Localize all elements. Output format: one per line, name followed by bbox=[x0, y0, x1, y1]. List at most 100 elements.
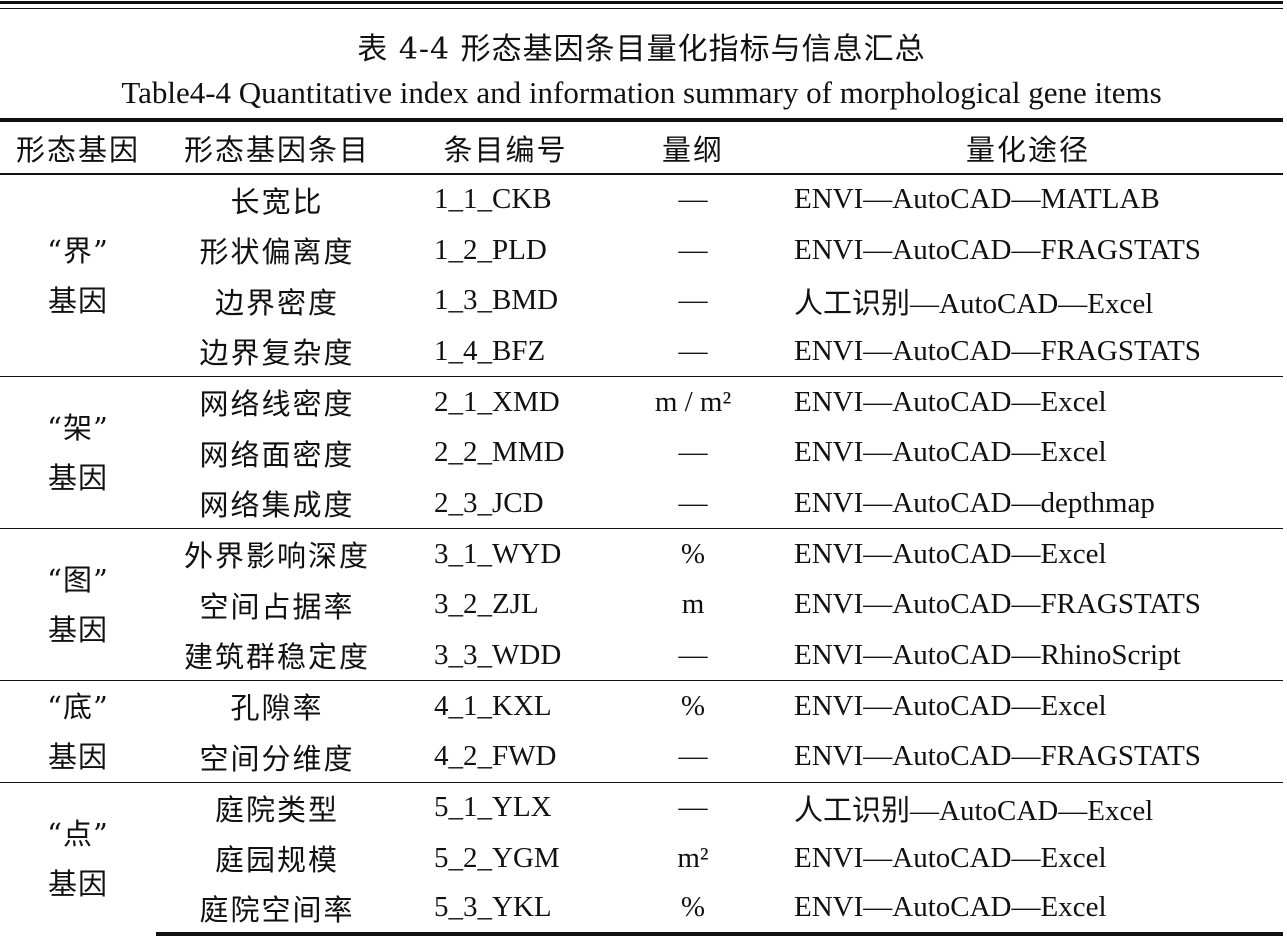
table-row: 网络面密度 2_2_MMD — ENVI—AutoCAD—Excel bbox=[0, 427, 1283, 478]
quantification-path: 人工识别—AutoCAD—Excel bbox=[794, 794, 1154, 827]
item-code: 4_1_KXL bbox=[434, 689, 552, 722]
gene-name: “点” bbox=[47, 816, 109, 851]
unit-value: % bbox=[680, 689, 706, 722]
quantification-path: ENVI—AutoCAD—depthmap bbox=[773, 478, 1283, 530]
quantification-path: ENVI—AutoCAD—Excel bbox=[794, 537, 1107, 570]
quantification-path: 人工识别—AutoCAD—Excel bbox=[794, 287, 1154, 320]
gene-group-label: “底” 基因 bbox=[0, 680, 156, 783]
item-code: 5_2_YGM bbox=[434, 841, 560, 874]
unit-value: — bbox=[613, 630, 773, 682]
gene-item-name: 庭院空间率 bbox=[156, 883, 398, 937]
item-code: 3_2_ZJL bbox=[434, 588, 539, 621]
gene-item-name: 空间分维度 bbox=[156, 731, 398, 783]
quantification-path: ENVI—AutoCAD—MATLAB bbox=[794, 183, 1160, 216]
quantification-path: ENVI—AutoCAD—Excel bbox=[794, 436, 1107, 469]
gene-name: “图” bbox=[47, 562, 109, 597]
gene-name: “底” bbox=[47, 689, 109, 724]
gene-items-table: 形态基因 形态基因条目 条目编号 量纲 量化途径 “界” 基因 长宽比 1_1_CKB… bbox=[0, 118, 1283, 937]
unit-value: % bbox=[613, 883, 773, 937]
table-caption-chinese: 表 4-4 形态基因条目量化指标与信息汇总 bbox=[357, 32, 926, 67]
unit-value: m bbox=[681, 588, 705, 621]
unit-value: m² bbox=[677, 841, 709, 874]
table-row: 形状偏离度 1_2_PLD — ENVI—AutoCAD—FRAGSTATS bbox=[0, 225, 1283, 276]
quantification-path: ENVI—AutoCAD—FRAGSTATS bbox=[794, 233, 1201, 266]
quantification-path: ENVI—AutoCAD—FRAGSTATS bbox=[794, 588, 1201, 621]
gene-suffix: 基因 bbox=[47, 460, 108, 495]
table-row: “图” 基因 外界影响深度 3_1_WYD% ENVI—AutoCAD—Excel bbox=[0, 528, 1283, 682]
table-row: “架” 基因 网络线密度 2_1_XMD m / m² ENVI—AutoCAD—Exce… bbox=[0, 376, 1283, 530]
unit-value: — bbox=[678, 233, 708, 266]
item-code: 3_3_WDD bbox=[398, 630, 613, 682]
quantification-path: ENVI—AutoCAD—RhinoScript bbox=[773, 630, 1283, 682]
gene-item-name: 网络线密度 bbox=[199, 387, 355, 422]
gene-item-name: 庭园规模 bbox=[214, 843, 339, 878]
table-row: “底” 基因 孔隙率 4_1_KXL% ENVI—AutoCAD—Excel bbox=[0, 680, 1283, 783]
item-code: 1_4_BFZ bbox=[398, 326, 613, 378]
gene-item-name: 网络集成度 bbox=[156, 478, 398, 530]
gene-group-label: “图” 基因 bbox=[0, 528, 156, 682]
gene-name: “架” bbox=[47, 410, 109, 445]
unit-value: — bbox=[613, 326, 773, 378]
gene-group-label: “点”基因 bbox=[0, 782, 156, 934]
item-code: 1_3_BMD bbox=[434, 284, 559, 317]
gene-item-name: 边界复杂度 bbox=[156, 326, 398, 378]
gene-item-name: 网络面密度 bbox=[199, 437, 355, 472]
header-item-code: 条目编号 bbox=[398, 118, 613, 175]
gene-group-label: “架” 基因 bbox=[0, 376, 156, 530]
unit-value: m / m² bbox=[654, 385, 732, 418]
table-header-row: 形态基因 形态基因条目 条目编号 量纲 量化途径 bbox=[0, 118, 1283, 175]
gene-item-name: 空间占据率 bbox=[199, 589, 355, 624]
quantification-path: ENVI—AutoCAD—Excel bbox=[794, 689, 1107, 722]
unit-value: % bbox=[680, 537, 706, 570]
item-code: 2_1_XMD bbox=[434, 385, 560, 418]
item-code: 3_1_WYD bbox=[434, 537, 562, 570]
gene-suffix: 基因 bbox=[47, 283, 108, 318]
header-gene: 形态基因 bbox=[0, 118, 156, 175]
top-double-rule-thick bbox=[0, 1, 1283, 4]
item-code: 5_3_YKL bbox=[398, 883, 613, 937]
header-unit: 量纲 bbox=[613, 118, 773, 175]
unit-value: — bbox=[613, 478, 773, 530]
gene-name: “界” bbox=[47, 233, 109, 268]
item-code: 1_2_PLD bbox=[434, 233, 547, 266]
unit-value: — bbox=[678, 284, 708, 317]
header-quantification-path: 量化途径 bbox=[773, 118, 1283, 175]
gene-item-name: 外界影响深度 bbox=[183, 539, 370, 574]
quantification-path: ENVI—AutoCAD—Excel bbox=[794, 841, 1107, 874]
gene-group-label: “界” 基因 bbox=[0, 174, 156, 378]
quantification-path: ENVI—AutoCAD—Excel bbox=[773, 883, 1283, 937]
item-code: 2_2_MMD bbox=[434, 436, 565, 469]
table-row: 空间占据率 3_2_ZJL m ENVI—AutoCAD—FRAGSTATS bbox=[0, 580, 1283, 631]
gene-item-name: 形状偏离度 bbox=[199, 235, 355, 270]
table-row: 庭园规模 5_2_YGM m² ENVI—AutoCAD—Excel bbox=[0, 833, 1283, 884]
item-code: 5_1_YLX bbox=[434, 791, 552, 824]
unit-value: — bbox=[678, 791, 708, 824]
table-row: “界” 基因 长宽比 1_1_CKB — ENVI—AutoCAD—MATLAB bbox=[0, 174, 1283, 378]
top-double-rule-thin bbox=[0, 8, 1283, 9]
table-row: 边界密度 1_3_BMD — 人工识别—AutoCAD—Excel bbox=[0, 275, 1283, 326]
gene-item-name: 庭院类型 bbox=[214, 792, 339, 827]
quantification-path: ENVI—AutoCAD—Excel bbox=[794, 385, 1107, 418]
gene-item-name: 孔隙率 bbox=[230, 691, 324, 726]
gene-suffix: 基因 bbox=[47, 612, 108, 647]
gene-item-name: 边界密度 bbox=[214, 285, 339, 320]
gene-suffix: 基因 bbox=[47, 739, 108, 774]
unit-value: — bbox=[678, 183, 708, 216]
item-code: 1_1_CKB bbox=[434, 183, 552, 216]
quantification-path: ENVI—AutoCAD—FRAGSTATS bbox=[773, 326, 1283, 378]
unit-value: — bbox=[613, 731, 773, 783]
item-code: 4_2_FWD bbox=[398, 731, 613, 783]
item-code: 2_3_JCD bbox=[398, 478, 613, 530]
table-caption-english: Table4-4 Quantitative index and informat… bbox=[121, 75, 1162, 110]
quantification-path: ENVI—AutoCAD—FRAGSTATS bbox=[773, 731, 1283, 783]
header-gene-item: 形态基因条目 bbox=[156, 118, 398, 175]
gene-item-name: 长宽比 bbox=[230, 184, 324, 219]
unit-value: — bbox=[678, 436, 708, 469]
